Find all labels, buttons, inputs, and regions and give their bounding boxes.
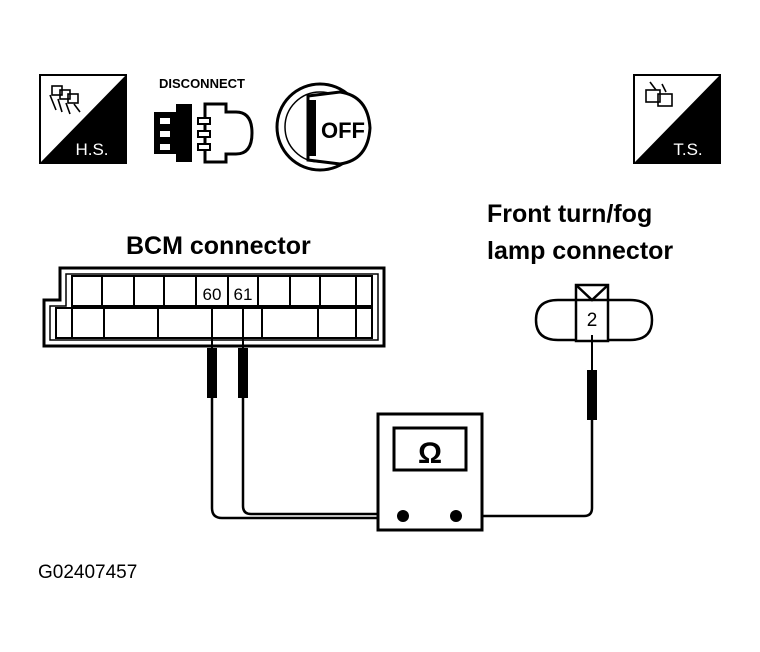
ignition-key-icon: OFF bbox=[275, 82, 372, 172]
test-leads bbox=[210, 398, 594, 520]
lamp-connector-title-line1: Front turn/fog bbox=[487, 200, 652, 228]
ts-icon: T.S. bbox=[633, 74, 721, 164]
disconnect-label: DISCONNECT bbox=[159, 76, 245, 91]
off-label: OFF bbox=[321, 118, 365, 143]
probe-pin-2 bbox=[587, 335, 597, 420]
probe-pin-60 bbox=[207, 306, 217, 398]
lamp-connector-title-line2: lamp connector bbox=[487, 237, 673, 265]
hs-icon: H.S. bbox=[39, 74, 127, 164]
figure-id: G02407457 bbox=[38, 562, 137, 583]
bcm-pin-61: 61 bbox=[234, 285, 253, 304]
ohm-symbol: Ω bbox=[418, 437, 442, 470]
ohmmeter bbox=[376, 412, 484, 532]
lamp-pin-2: 2 bbox=[587, 310, 598, 331]
lamp-connector bbox=[534, 283, 654, 343]
bcm-pin-60: 60 bbox=[203, 285, 222, 304]
bcm-connector-title: BCM connector bbox=[126, 232, 311, 260]
probe-pin-61 bbox=[238, 306, 248, 398]
hs-label: H.S. bbox=[75, 140, 108, 159]
bcm-connector bbox=[42, 266, 386, 348]
ts-label: T.S. bbox=[673, 140, 702, 159]
disconnect-icon: DISCONNECT bbox=[154, 76, 254, 164]
